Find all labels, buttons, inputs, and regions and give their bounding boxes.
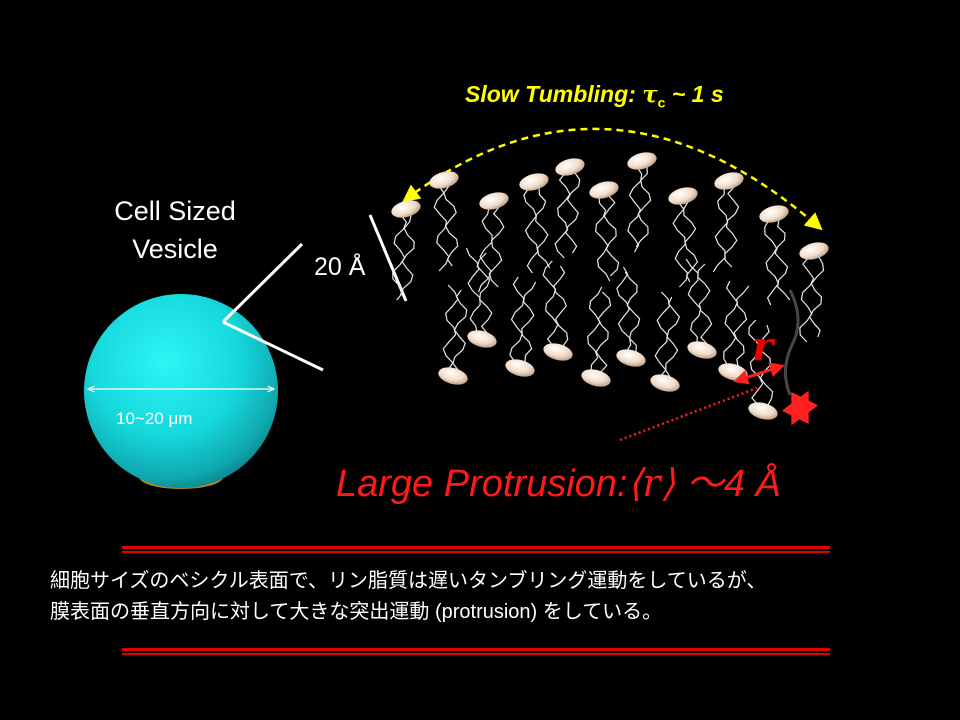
zoom-line-bottom: [222, 320, 324, 372]
vesicle-sphere: [84, 294, 278, 488]
bracket-open: ⟨: [627, 463, 643, 505]
motion-trail: [784, 289, 800, 396]
tumbling-label: Slow Tumbling: τc ~ 1 s: [465, 81, 724, 111]
lipid-heads: [391, 152, 829, 420]
protrusion-pointer: [619, 386, 758, 442]
tumbling-value: ~ 1 s: [671, 81, 724, 107]
lipid-tail: [748, 319, 764, 406]
lipid-tail: [452, 289, 468, 371]
lipid-head: [799, 242, 829, 260]
lipid-tail: [724, 186, 740, 268]
lipid-tail: [565, 172, 581, 254]
lipid-head: [748, 402, 778, 420]
caption: 細胞サイズのベシクル表面で、リン脂質は遅いタンブリング運動をしているが、 膜表面…: [50, 566, 930, 628]
lipid-head: [505, 359, 535, 377]
membrane-thickness-label: 20 Å: [314, 253, 366, 281]
lipid-head: [718, 363, 748, 381]
lipid-tail: [542, 260, 559, 347]
lipid-head: [668, 187, 698, 205]
lipid-head: [391, 200, 421, 218]
bracket-close: ⟩: [660, 463, 676, 505]
lipid-tail: [443, 185, 459, 267]
tumbling-arc: [402, 127, 823, 231]
lipid-tail: [476, 252, 493, 334]
lipid-head: [627, 152, 657, 170]
lipid-head: [687, 341, 717, 359]
separator-top: [122, 546, 830, 553]
lipid-tail: [733, 285, 750, 367]
tau-subscript: c: [657, 94, 666, 111]
protrusion-symbol: r: [642, 461, 661, 505]
lipid-tail: [799, 256, 815, 343]
lipid-tail: [627, 166, 643, 253]
lipid-tail: [535, 187, 551, 269]
lipid-tail: [595, 195, 611, 282]
protrusion-vertical-arrow: [781, 390, 819, 426]
lipid-tail: [587, 286, 603, 373]
lipid-tail: [624, 271, 641, 353]
lipid-tail: [697, 263, 713, 345]
caption-line-2: 膜表面の垂直方向に対して大きな突出運動 (protrusion) をしている。: [50, 601, 663, 623]
lipid-head: [581, 369, 611, 387]
protrusion-double-arrow: [733, 362, 785, 385]
protrusion-label: Large Protrusion:⟨r⟩ ～4 Å: [336, 452, 781, 507]
lipid-tail: [616, 266, 632, 353]
vesicle-title: Cell Sized Vesicle: [114, 196, 236, 264]
vesicle-size-label: 10~20 μm: [116, 409, 193, 428]
lipid-head: [429, 171, 459, 189]
lipid-head: [759, 205, 789, 223]
lipid-head: [589, 181, 619, 199]
lipid-tail: [665, 296, 681, 378]
zoom-callout: [221, 242, 324, 372]
lipid-tail: [554, 172, 571, 259]
lipid-tail: [488, 206, 505, 288]
vesicle: [84, 294, 278, 489]
lipid-tail: [764, 219, 780, 306]
lipid-tail: [808, 256, 825, 338]
lipid-tail: [477, 206, 493, 293]
lipid-head: [519, 173, 549, 191]
lipid-head: [555, 158, 585, 176]
lipid-head: [714, 172, 744, 190]
separator-bottom: [122, 648, 830, 655]
lipid-head: [479, 192, 509, 210]
zoom-line-top: [221, 242, 304, 324]
lipid-tail: [509, 276, 525, 363]
protrusion-value: ～4 Å: [685, 463, 781, 505]
lipid-tail: [683, 201, 699, 283]
lipid-head: [438, 367, 468, 385]
lipid-head: [650, 374, 680, 392]
lipid-head: [543, 343, 573, 361]
tumbling-prefix: Slow Tumbling:: [465, 81, 636, 107]
lipid-tail: [723, 280, 739, 367]
lipid-tail: [595, 291, 612, 373]
lipid-head: [467, 330, 497, 348]
lipid-head: [616, 349, 646, 367]
lipid-tail: [521, 281, 537, 363]
lipid-tails: [392, 166, 825, 406]
lipid-tail: [553, 265, 569, 347]
caption-line-1: 細胞サイズのベシクル表面で、リン脂質は遅いタンブリング運動をしているが、: [50, 570, 767, 592]
lipid-tail: [399, 214, 415, 296]
tau-symbol: τ: [642, 81, 658, 108]
protrusion-r-marker: r: [752, 323, 774, 370]
lipid-tail: [603, 195, 620, 277]
protrusion-prefix: Large Protrusion:: [336, 463, 628, 505]
lipid-tail: [523, 187, 539, 274]
lipid-tail: [465, 247, 481, 334]
lipid-tail: [774, 219, 791, 301]
lipid-tail: [635, 166, 652, 248]
